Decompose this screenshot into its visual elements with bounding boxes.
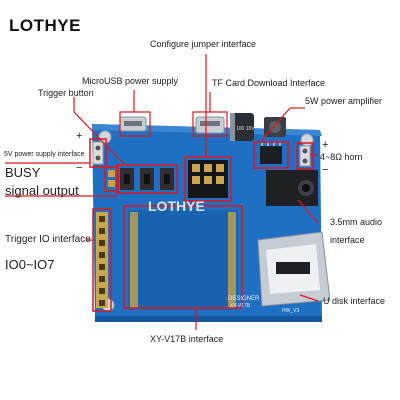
busy-pins — [108, 170, 115, 187]
label-plus-left: + — [76, 130, 83, 142]
label-trigger-io: Trigger IO interface — [5, 234, 91, 245]
label-signal-output: signal output — [5, 183, 79, 198]
trigger-buttons — [120, 168, 174, 190]
board-model: XY-V17B — [230, 303, 251, 309]
label-tf-card: TF Card Download Interface — [212, 78, 326, 88]
label-supply-5v: 5V power supply interface — [4, 151, 85, 158]
label-horn: 4~8Ω horn — [320, 152, 363, 162]
power-terminal — [92, 141, 104, 165]
brand-logo: LOTHYE — [9, 16, 81, 35]
label-io-range: IO0~IO7 — [5, 257, 55, 272]
usb-a-port — [257, 231, 331, 307]
label-audio-interface-2: interface — [330, 235, 365, 245]
label-xy-interface: XY-V17B interface — [150, 334, 224, 344]
label-minus-left: − — [76, 162, 83, 174]
label-minus-right: − — [322, 164, 329, 176]
label-configure-jumper: Configure jumper interface — [150, 39, 257, 49]
jumper-block — [188, 160, 228, 198]
io-header — [96, 212, 108, 308]
horn-terminal — [299, 145, 311, 167]
board-version: HW_V3 — [282, 308, 299, 314]
board-designer: DESIGNER — [228, 296, 260, 302]
microusb-connector — [119, 116, 147, 132]
board-cap: 100 16V — [236, 126, 255, 132]
amplifier-outline — [253, 141, 289, 169]
label-plus-right: + — [322, 139, 329, 151]
leader-lines — [5, 54, 319, 330]
label-microusb-power: MicroUSB power supply — [82, 76, 179, 86]
module-footprint — [128, 210, 238, 310]
board-watermark: LOTHYE — [148, 198, 205, 214]
label-audio-interface-1: 3.5mm audio — [330, 217, 383, 227]
label-amplifier: 5W power amplifier — [305, 96, 383, 106]
audio-jack — [266, 170, 318, 206]
label-busy: BUSY — [5, 165, 41, 180]
label-u-disk: U disk interface — [323, 296, 386, 306]
tf-card-connector — [195, 116, 225, 134]
capacitor — [230, 113, 254, 141]
label-trigger-button: Trigger button — [38, 88, 94, 98]
